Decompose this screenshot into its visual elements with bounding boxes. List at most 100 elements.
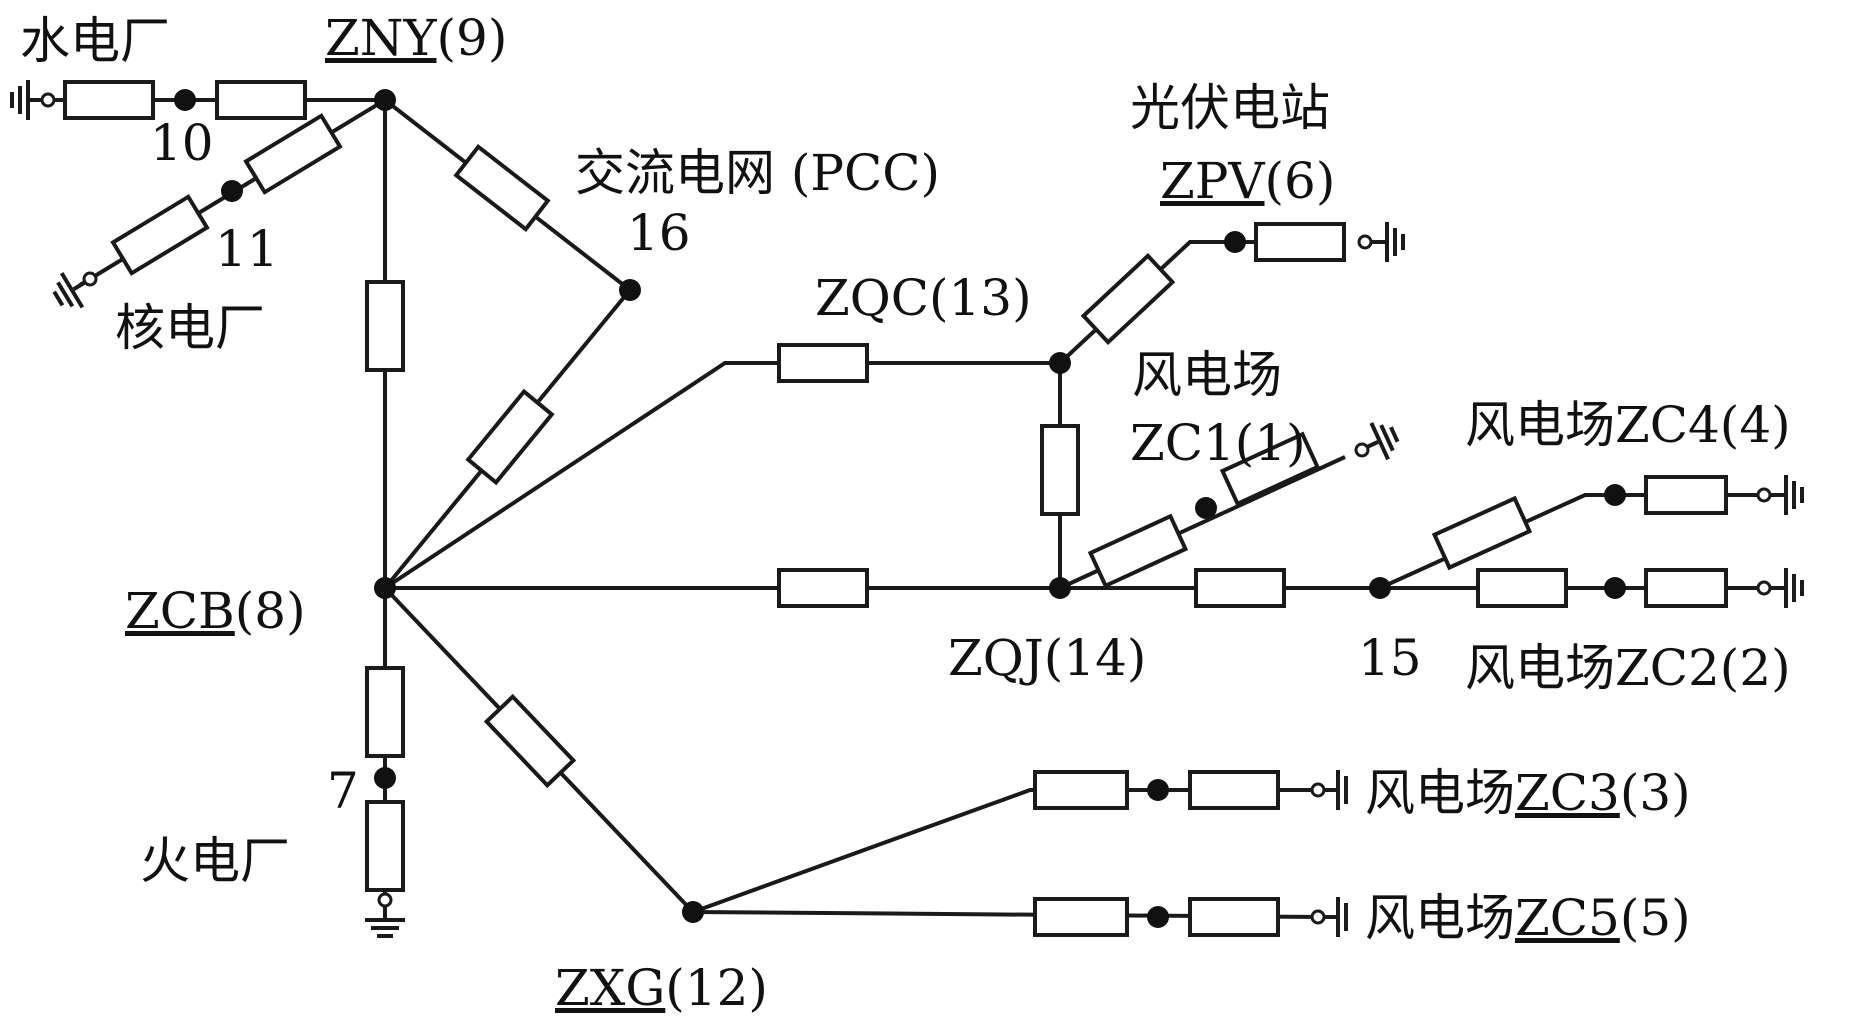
terminal-thermal <box>377 892 393 908</box>
label-thermal: 火电厂 <box>140 832 290 890</box>
impedance-zcb-7 <box>365 666 405 758</box>
label-zc4: 风电场ZC4(4) <box>1465 396 1791 454</box>
impedance-zc5-gen <box>1188 897 1280 937</box>
impedance-zqc-pv <box>1080 253 1176 345</box>
node-zqj <box>1049 577 1071 599</box>
ground-icon <box>1770 568 1804 608</box>
impedance-zqj-zc1-b <box>1219 431 1321 507</box>
impedance-15-zc2-b <box>1644 568 1728 608</box>
label-zc3-name: ZC3 <box>1515 764 1620 822</box>
label-zc3: 风电场ZC3(3) <box>1365 764 1691 822</box>
label-zny-num: (9) <box>437 9 508 67</box>
terminal-hydro <box>40 92 56 108</box>
impedance-zcb-zqc <box>777 343 869 383</box>
label-zcb-num: (8) <box>235 582 306 640</box>
label-zxg: ZXG(12) <box>555 959 768 1017</box>
ground-icon <box>1324 770 1348 810</box>
label-zc5-num: (5) <box>1620 889 1691 947</box>
node-zqc <box>1049 352 1071 374</box>
impedance-zc4-gen <box>1644 475 1728 515</box>
impedance-zny-16 <box>453 144 551 232</box>
label-grid: 交流电网 (PCC) <box>575 144 940 202</box>
labels: 水电厂 ZNY(9) 10 11 核电厂 交流电网 (PCC) 16 光伏电站 … <box>20 9 1791 1017</box>
impedance-zqc-zqj <box>1040 424 1080 516</box>
label-node-10: 10 <box>150 114 214 172</box>
impedances <box>63 80 1728 937</box>
ground-icon <box>1324 897 1348 937</box>
label-nuclear: 核电厂 <box>115 299 265 357</box>
label-zxg-num: (12) <box>665 959 768 1017</box>
node-zxg <box>682 901 704 923</box>
impedance-zxg-zc3 <box>1033 770 1129 810</box>
node-zc1 <box>1195 497 1217 519</box>
terminal-zc5 <box>1310 909 1326 925</box>
ground-icon <box>365 906 405 938</box>
label-zc2: 风电场ZC2(2) <box>1465 639 1791 697</box>
label-zxg-name: ZXG <box>555 959 665 1017</box>
impedance-zcb-zxg <box>483 693 577 789</box>
label-zny: ZNY(9) <box>325 9 507 67</box>
impedance-zny-zcb <box>365 280 405 372</box>
label-node-7: 7 <box>327 762 359 820</box>
terminal-zc1 <box>1354 442 1370 458</box>
impedance-10-zny <box>215 80 307 120</box>
node-zc3 <box>1147 779 1169 801</box>
node-zcb <box>374 577 396 599</box>
label-zc5-name: ZC5 <box>1515 889 1620 947</box>
node-zpv <box>1224 231 1246 253</box>
label-zqc: ZQC(13) <box>815 269 1032 327</box>
impedance-thermal-gen <box>365 800 405 892</box>
label-zc5-prefix: 风电场 <box>1365 889 1515 947</box>
label-zc3-prefix: 风电场 <box>1365 764 1515 822</box>
label-node-15: 15 <box>1358 629 1422 687</box>
node-10 <box>174 89 196 111</box>
ground-icon <box>1371 222 1405 262</box>
node-zny <box>374 89 396 111</box>
node-11 <box>221 180 243 202</box>
impedance-zqj-15 <box>1194 568 1286 608</box>
impedance-zcb-zqj <box>777 568 869 608</box>
wire-zcb-zqc <box>383 361 1060 590</box>
label-node-16: 16 <box>627 204 691 262</box>
impedance-16-zcb <box>465 388 555 486</box>
label-zpv-name: ZPV <box>1160 152 1265 210</box>
impedance-zqj-zc1-a <box>1087 513 1189 589</box>
bus-nodes <box>174 89 1626 928</box>
node-7 <box>374 767 396 789</box>
ground-icon <box>10 80 42 120</box>
ground-icon <box>1770 475 1804 515</box>
node-zc4 <box>1604 484 1626 506</box>
terminal-zc2 <box>1756 580 1772 596</box>
label-zqj: ZQJ(14) <box>948 629 1146 687</box>
label-zpv: ZPV(6) <box>1160 152 1335 210</box>
impedance-hydro-gen <box>63 80 155 120</box>
terminal-zc3 <box>1310 782 1326 798</box>
ground-symbols <box>10 80 1804 938</box>
impedance-nuclear-gen <box>110 194 210 276</box>
impedance-zc3-gen <box>1188 770 1280 810</box>
impedance-11-zny <box>243 113 343 195</box>
terminal-zc4 <box>1756 487 1772 503</box>
label-zny-name: ZNY <box>325 9 437 67</box>
impedance-15-zc4 <box>1431 495 1533 571</box>
label-zc1-line2: ZC1(1) <box>1130 414 1306 472</box>
terminals <box>40 92 1772 925</box>
impedance-pv-gen <box>1254 222 1346 262</box>
label-zc1-line1: 风电场 <box>1132 346 1282 404</box>
node-zc5 <box>1147 906 1169 928</box>
impedance-zxg-zc5 <box>1033 897 1129 937</box>
label-zc5: 风电场ZC5(5) <box>1365 889 1691 947</box>
impedance-15-zc2-a <box>1476 568 1568 608</box>
node-zc2 <box>1604 577 1626 599</box>
node-16 <box>619 279 641 301</box>
label-zpv-num: (6) <box>1265 152 1336 210</box>
label-zcb: ZCB(8) <box>125 582 306 640</box>
node-15 <box>1369 577 1391 599</box>
terminal-pv <box>1357 234 1373 250</box>
ground-icon <box>52 272 86 309</box>
terminal-nuclear <box>82 271 98 287</box>
label-zcb-name: ZCB <box>125 582 235 640</box>
label-hydro: 水电厂 <box>20 12 170 70</box>
